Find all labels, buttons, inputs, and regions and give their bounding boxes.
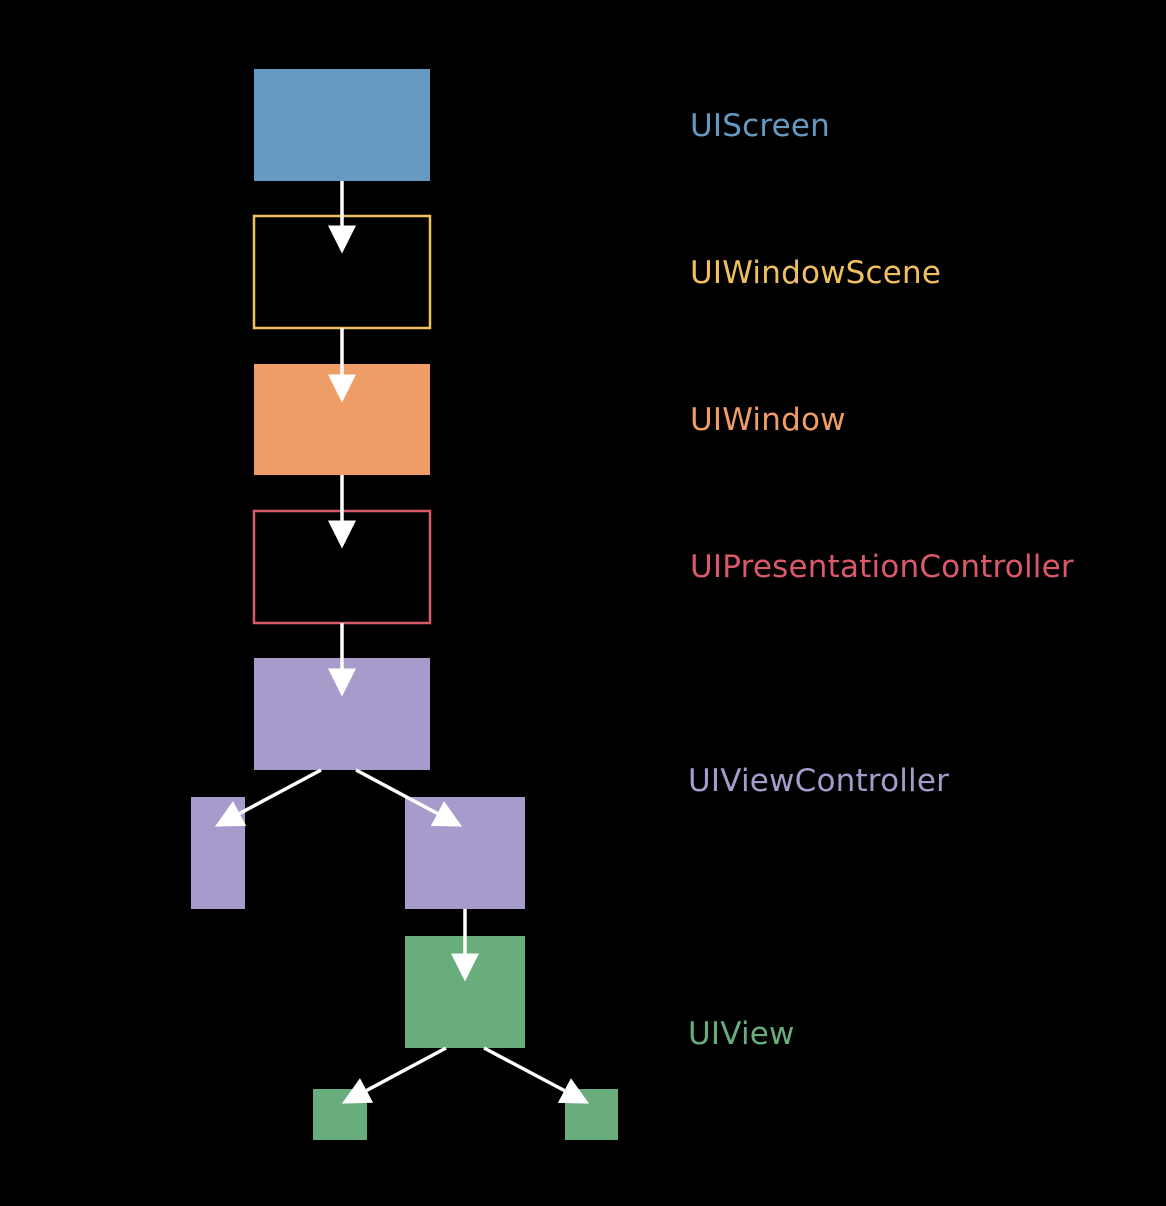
child-view-controller-right-box	[405, 797, 525, 909]
subview-left-box	[313, 1089, 367, 1140]
arrow-view-to-subview-left	[341, 1046, 447, 1104]
arrow-view-controller-to-child-left	[214, 768, 322, 827]
label-uipresentationcontroller: UIPresentationController	[690, 549, 1074, 585]
label-uiscreen: UIScreen	[690, 108, 831, 144]
arrow-view-to-subview-right	[483, 1046, 590, 1104]
label-uiwindowscene: UIWindowScene	[690, 255, 942, 291]
screen-box	[254, 69, 430, 181]
label-uiwindow: UIWindow	[690, 402, 846, 438]
label-uiviewcontroller: UIViewController	[688, 763, 950, 799]
label-uiview: UIView	[688, 1016, 795, 1052]
arrow-view-controller-to-child-right	[355, 768, 463, 827]
